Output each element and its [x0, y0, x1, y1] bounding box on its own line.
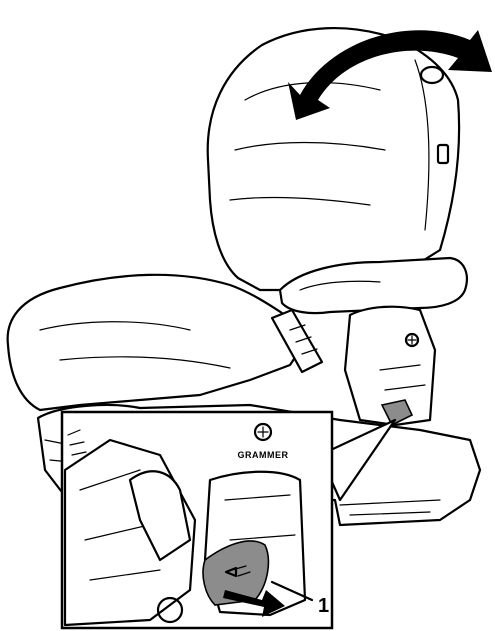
seat-lever-small: [380, 399, 414, 427]
seat-lever-symbol-icon: [224, 565, 251, 578]
brand-text: GRAMMER: [238, 450, 289, 460]
callout-leader: [270, 580, 314, 602]
pull-arrow-icon: [223, 590, 285, 617]
brand-logo-icon: [404, 332, 420, 348]
callout-number: 1: [318, 595, 329, 617]
rotate-arrow-icon: [288, 30, 492, 120]
detail-inset: GRAMMER 1: [60, 410, 397, 630]
brand-logo-icon: [253, 422, 273, 442]
